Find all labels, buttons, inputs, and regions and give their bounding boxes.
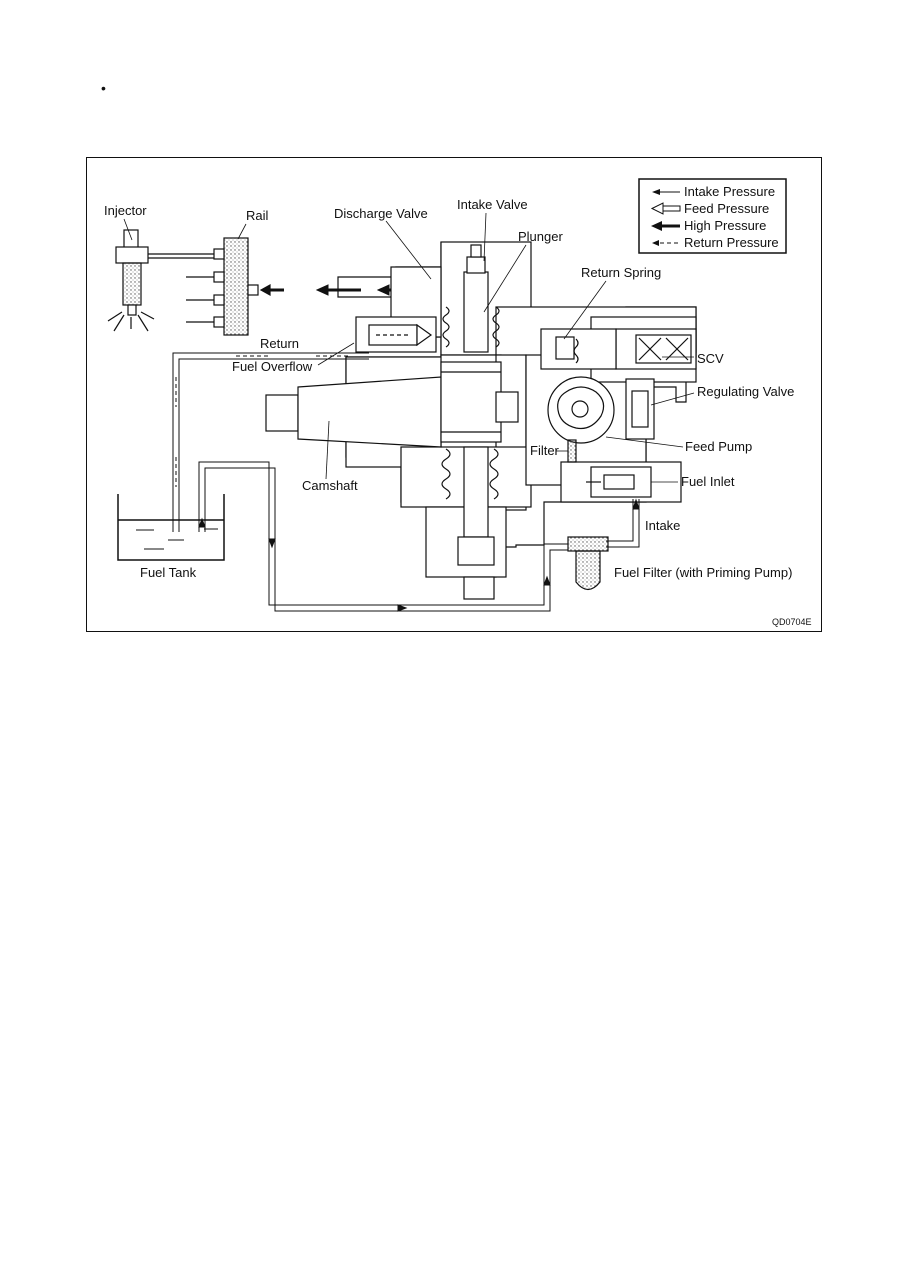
overflow-valve: [355, 316, 437, 353]
legend-label-feed: Feed Pressure: [684, 201, 769, 216]
legend-item-intake: Intake Pressure: [652, 184, 775, 199]
fuel-tank: [117, 494, 225, 561]
label-injector: Injector: [104, 203, 147, 218]
tank-intake-line: [198, 461, 568, 612]
label-camshaft: Camshaft: [302, 478, 358, 493]
legend-item-high: High Pressure: [651, 218, 766, 233]
scv: [540, 328, 697, 370]
legend-item-feed: Feed Pressure: [650, 201, 769, 216]
label-intake: Intake: [645, 518, 680, 533]
legend-box: [638, 178, 787, 254]
lower-plunger: [441, 446, 499, 566]
label-return-spring: Return Spring: [581, 265, 661, 280]
bullet-marker: •: [101, 80, 106, 96]
legend-label-return: Return Pressure: [684, 235, 779, 250]
label-regulating-valve: Regulating Valve: [697, 384, 794, 399]
legend-label-high: High Pressure: [684, 218, 766, 233]
label-return: Return: [260, 336, 299, 351]
label-feed-pump: Feed Pump: [685, 439, 752, 454]
label-fuel-overflow: Fuel Overflow: [232, 359, 313, 374]
label-scv: SCV: [697, 351, 724, 366]
label-rail: Rail: [246, 208, 269, 223]
figure-frame: [86, 157, 822, 632]
feed-pump: [547, 376, 655, 444]
label-discharge-valve: Discharge Valve: [334, 206, 428, 221]
label-filter: Filter: [530, 443, 560, 458]
figure-code: QD0704E: [772, 617, 812, 627]
plunger: [442, 244, 500, 353]
label-fuel-tank: Fuel Tank: [140, 565, 197, 580]
intake-line: [606, 498, 640, 548]
inlet-filter: [567, 439, 652, 498]
legend-label-intake: Intake Pressure: [684, 184, 775, 199]
rail: [186, 237, 284, 336]
label-fuel-filter: Fuel Filter (with Priming Pump): [614, 565, 792, 580]
fuel-filter: [567, 536, 609, 591]
return-line: [172, 352, 369, 532]
label-plunger: Plunger: [518, 229, 563, 244]
injector: [107, 229, 222, 332]
legend: Intake Pressure Feed Pressure High Press…: [638, 178, 787, 254]
camshaft: [265, 361, 519, 448]
label-intake-valve: Intake Valve: [457, 197, 528, 212]
label-fuel-inlet: Fuel Inlet: [681, 474, 735, 489]
fuel-system-diagram: Intake Pressure Feed Pressure High Press…: [104, 178, 812, 627]
legend-item-return: Return Pressure: [652, 235, 779, 250]
